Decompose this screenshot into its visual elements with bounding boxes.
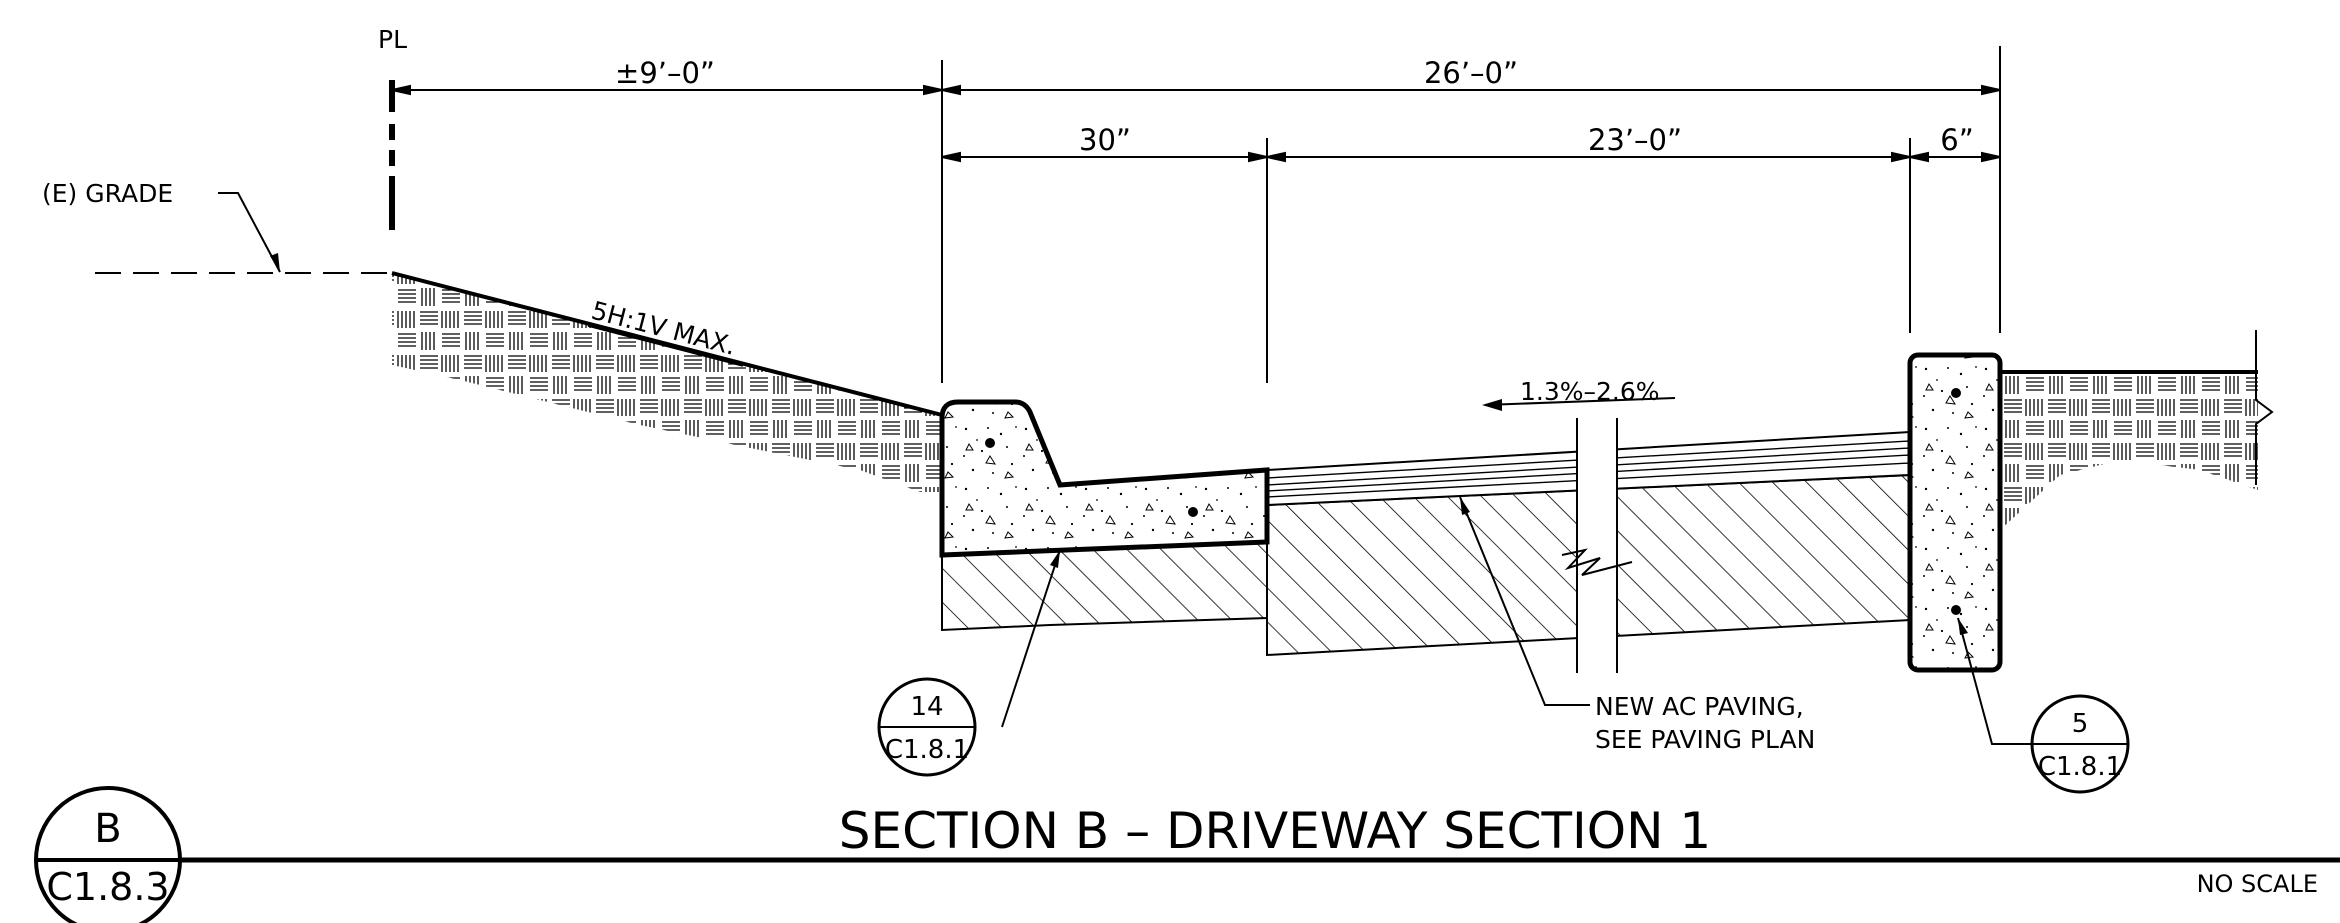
left-soil-fill	[392, 273, 942, 492]
existing-grade-arrowhead	[270, 253, 280, 272]
break-gap	[1577, 420, 1617, 670]
right-soil-fill	[2000, 372, 2258, 530]
dimension-overall: 26’–0”	[1424, 56, 1518, 90]
callout-14-detail: 14	[910, 692, 943, 722]
slope-line	[391, 271, 943, 417]
right-curb-rebar-top	[1951, 388, 1961, 398]
dimension-lines	[391, 84, 2001, 163]
cross-slope-arrow	[1484, 397, 1676, 406]
scale-note: NO SCALE	[2197, 870, 2318, 898]
callout-14-arrowhead	[1050, 550, 1060, 568]
extension-lines	[941, 46, 2001, 383]
paving-note-line2: SEE PAVING PLAN	[1595, 725, 1815, 754]
section-id-bubble: B C1.8.3	[34, 786, 182, 923]
callout-5-leader	[1957, 617, 2032, 745]
paving-note-line1: NEW AC PAVING,	[1595, 692, 1804, 721]
existing-grade-leader	[218, 192, 281, 273]
right-grade-break	[2255, 330, 2274, 485]
right-curb-rebar-bottom	[1951, 605, 1961, 615]
break-line	[1561, 418, 1633, 673]
cross-slope-label: 1.3%–2.6%	[1520, 377, 1660, 406]
property-line-label: PL	[378, 25, 407, 54]
right-curb	[1907, 352, 2003, 673]
section-id: B	[94, 806, 121, 852]
callout-14: 14 C1.8.1	[877, 677, 977, 777]
callout-5-sheet: C1.8.1	[2038, 752, 2122, 782]
paving-note-arrowhead	[1460, 497, 1470, 515]
dimension-curb-right: 6”	[1940, 123, 1973, 157]
paving-note-leader	[1459, 496, 1590, 706]
curb-rebar	[985, 438, 995, 448]
callout-5-arrowhead	[1958, 618, 1968, 635]
existing-grade-label: (E) GRADE	[42, 179, 173, 208]
section-title: SECTION B – DRIVEWAY SECTION 1	[839, 802, 1712, 860]
callout-14-leader	[1001, 549, 1061, 728]
callout-5: 5 C1.8.1	[2030, 694, 2130, 794]
curb-gutter	[939, 399, 1270, 558]
cross-slope-arrowhead	[1482, 399, 1502, 411]
section-sheet: C1.8.3	[46, 865, 169, 909]
callout-14-sheet: C1.8.1	[885, 735, 969, 765]
gutter-rebar	[1188, 507, 1198, 517]
dimension-pl-to-curb: ±9’–0”	[615, 56, 715, 90]
dimension-gutter: 30”	[1079, 123, 1131, 157]
dimension-paving: 23’–0”	[1588, 123, 1682, 157]
callout-5-detail: 5	[2072, 709, 2089, 739]
